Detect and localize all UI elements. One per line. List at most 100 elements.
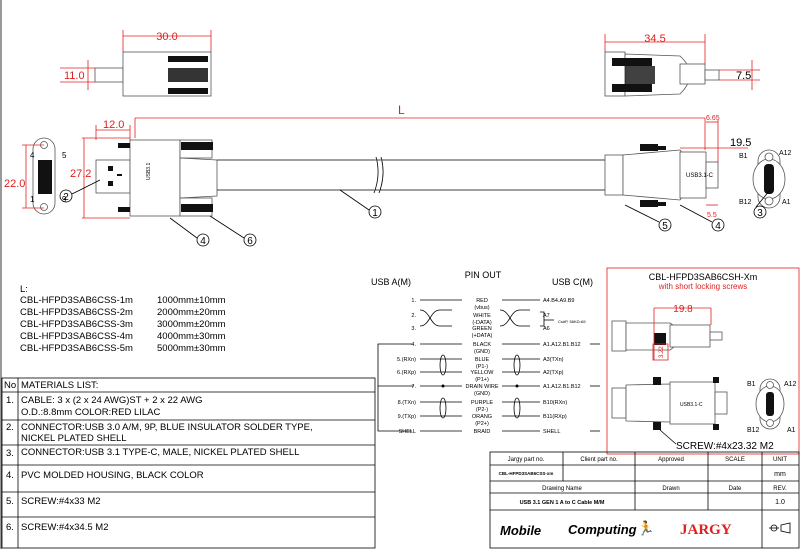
pin-a-label: 4. (411, 342, 416, 348)
length-value: 3000mm±20mm (157, 319, 226, 330)
pin-c-label: A2(TXp) (543, 370, 564, 376)
material-desc: PVC MOLDED HOUSING, BLACK COLOR (21, 470, 204, 481)
company-logo: Mobile Computing 🏃 JARGY (500, 520, 732, 538)
wire-signal: (P2-) (476, 407, 488, 413)
length-value: 1000mm±10mm (157, 295, 226, 306)
length-value: 4000mm±30mm (157, 331, 226, 342)
material-desc: O.D.:8.8mm COLOR:RED LILAC (21, 407, 161, 418)
dim-plug-a-length: 12.0 (103, 119, 124, 131)
material-desc: CONNECTOR:USB 3.0 A/M, 9P, BLUE INSULATO… (21, 422, 313, 433)
dim-top-left-height: 11.0 (64, 70, 85, 82)
rev-label: REV. (773, 486, 787, 492)
variant-title: CBL-HFPD3SAB6CSH-Xm (649, 272, 758, 282)
length-value: 5000mm±30mm (157, 343, 226, 354)
drawing-name-label: Drawing Name (542, 486, 582, 492)
pinout-cc-note: Cs#P, 56KΩ:A5 (558, 319, 586, 324)
dim-short-screw-height: 3.22 (659, 346, 665, 358)
pin-label: A1 (787, 427, 796, 434)
length-part: CBL-HFPD3SAB6CSS-2m (20, 307, 133, 318)
pin-c-label: A1.A12.B1.B12 (543, 384, 581, 390)
pin-label: 1 (30, 195, 35, 204)
pin-label: B1 (747, 381, 756, 388)
wire-signal: (GND) (474, 391, 490, 397)
wire-signal: (P1+) (475, 377, 489, 383)
pin-a-label: 6.(RXp) (397, 370, 416, 376)
pin-label: B12 (747, 427, 760, 434)
dim-cable-length: L (398, 103, 405, 117)
wire-color: GREEN (472, 326, 492, 332)
wire-signal: (P2+) (475, 421, 489, 427)
unit-value: mm (774, 471, 786, 478)
wire-signal: (GND) (474, 349, 490, 355)
logo-computing: Computing (568, 522, 637, 537)
dim-plug-c-offset: 5.5 (707, 212, 717, 219)
jargy-part-value: CBL-HFPD3SAB6CSS-xm (499, 471, 554, 476)
approved-label: Approved (658, 457, 684, 463)
pin-a-label: 7. (411, 384, 416, 390)
end-view-usb-a: 4 5 1 9 22.0 (4, 137, 67, 215)
pin-c-label: SHELL (543, 429, 560, 435)
pinout-left-header: USB A(M) (371, 277, 411, 287)
pin-c-label: A4.B4.A9.B9 (543, 298, 575, 304)
callout-4: 4 (715, 221, 721, 232)
variant-subtitle: with short locking screws (658, 282, 747, 291)
materials-no-header: No (4, 380, 16, 391)
variant-screw: SCREW:#4x23.32 M2 (676, 441, 774, 452)
wire-color: WHITE (473, 313, 491, 319)
pin-a-label: 2. (411, 313, 416, 319)
material-no: 1. (6, 395, 14, 406)
callout-1: 1 (372, 208, 378, 219)
side-view-usb-a: USB3.1 12.0 27.2 (70, 119, 218, 219)
logo-mobile: Mobile (500, 523, 541, 538)
plug-a-marking: USB3.1 (146, 163, 152, 180)
material-desc: CABLE: 3 x (2 x 24 AWG)ST + 2 x 22 AWG (21, 395, 203, 406)
pin-a-label: 3. (411, 326, 416, 332)
pin-c-label: A3(TXn) (543, 357, 564, 363)
dim-plug-c-length: 19.5 (730, 137, 751, 149)
material-desc: NICKEL PLATED SHELL (21, 433, 127, 444)
scale-label: SCALE (725, 457, 745, 463)
material-desc: CONNECTOR:USB 3.1 TYPE-C, MALE, NICKEL P… (21, 447, 299, 458)
dim-top-right-height: 7.5 (736, 70, 751, 82)
top-view-usb-a: 30.0 11.0 (60, 30, 212, 97)
short-screw-variant: CBL-HFPD3SAB6CSH-Xm with short locking s… (606, 267, 800, 455)
side-view-usb-c: USB3.1-C 6.65 19.5 5.5 (604, 115, 751, 219)
wire-color: DRAIN WIRE (466, 384, 499, 390)
drawing-name: USB 3.1 GEN 1 A to C Cable M/M (520, 500, 605, 506)
rev-value: 1.0 (775, 499, 785, 506)
wire-signal: (vbus) (474, 305, 489, 311)
materials-header: MATERIALS LIST: (21, 380, 98, 391)
pin-label: 5 (62, 151, 67, 160)
runner-icon: 🏃 (637, 520, 654, 536)
length-part: CBL-HFPD3SAB6CSS-5m (20, 343, 133, 354)
dim-top-left-length: 30.0 (156, 31, 177, 43)
pin-a-label: 1. (411, 298, 416, 304)
pin-c-label: A6 (543, 326, 550, 332)
callout-4: 4 (200, 236, 206, 247)
unit-label: UNIT (773, 457, 787, 463)
callout-6: 6 (247, 236, 253, 247)
dim-end-view-height: 22.0 (4, 178, 25, 190)
pin-label: 4 (30, 151, 35, 160)
material-no: 3. (6, 448, 14, 459)
variant-plug-c-marking: USB3.1-C (680, 402, 703, 408)
date-label: Date (729, 486, 742, 492)
length-table: L: CBL-HFPD3SAB6CSS-1m 1000mm±10mm CBL-H… (20, 284, 226, 354)
logo-jargy: JARGY (680, 522, 732, 538)
wire-signal: (+DATA) (472, 333, 493, 339)
pin-label: A12 (779, 150, 792, 157)
pin-c-label: B10(RXn) (543, 400, 567, 406)
callout-5: 5 (662, 221, 668, 232)
wire-color: BLUE (475, 357, 490, 363)
title-block: Jargy part no. Client part no. Approved … (489, 451, 800, 549)
projection-symbol-icon (769, 522, 791, 534)
wire-signal: (P1-) (476, 364, 488, 370)
dim-plug-c-tip: 6.65 (706, 115, 720, 122)
length-part: CBL-HFPD3SAB6CSS-3m (20, 319, 133, 330)
jargy-part-label: Jargy part no. (508, 457, 545, 463)
callout-3: 3 (757, 208, 763, 219)
pinout-right-header: USB C(M) (552, 277, 593, 287)
pin-c-label: B11(RXp) (543, 414, 567, 420)
callouts: 2 4 6 1 5 4 3 (59, 179, 771, 247)
wire-color: ORANG (472, 414, 492, 420)
